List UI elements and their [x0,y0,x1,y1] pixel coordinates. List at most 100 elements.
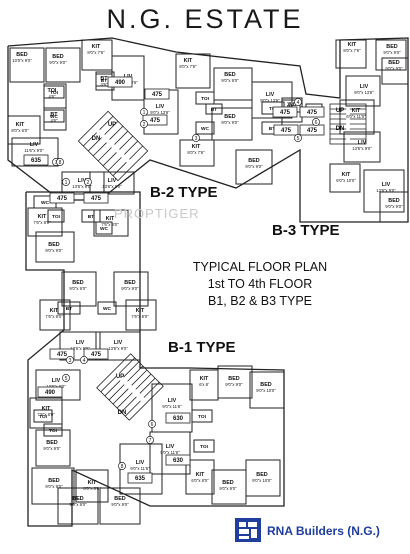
area-box [37,386,63,398]
room-name: LIV [382,182,391,188]
flat-number-marker [118,462,126,470]
room-dimension: 7'6"x 8'0" [37,412,55,417]
note-line-1: TYPICAL FLOOR PLAN [192,260,328,274]
room-name: BT [50,112,58,118]
room-name: LIV [360,84,369,90]
wet-area-label: TOI [52,214,61,220]
area-value: 630 [173,458,184,464]
area-value: 475 [91,352,102,358]
room-name: KIT [38,214,47,220]
stair-label: UP [336,108,344,114]
room-name: BED [48,478,59,484]
room-name: BED [224,72,235,78]
wet-area-outline [97,301,117,315]
room-name: WC [288,102,297,108]
room-dimension: 9'0"x 9'0" [45,484,63,489]
room-outline [149,431,191,475]
area-value: 635 [135,476,146,482]
room-name: LIV [52,378,61,384]
room-dimension: 13'6"x 9'0" [108,346,128,351]
wet-area-label: BT [88,214,94,220]
room-name: BED [248,158,259,164]
room-name: BT [100,76,108,82]
flat-number-marker [148,420,156,428]
flat-number-marker [66,356,74,364]
stair-label: DN [336,126,345,132]
wet-area-outline [43,109,65,123]
room-name: LIV [78,178,87,184]
room-name: KIT [196,472,205,478]
room-name: KIT [342,172,351,178]
room-name: LIV [76,340,85,346]
flat-number: 3 [69,358,72,364]
area-value: 635 [31,158,42,164]
room-outline [125,299,157,331]
wet-area-label: TOI [201,96,210,102]
area-value: 475 [150,118,161,124]
room-outline [375,39,407,71]
flat-number: 6 [151,422,154,428]
room-name: KIT [88,480,97,486]
area-box [23,154,49,166]
flat-number: 4 [83,358,86,364]
room-outline [245,459,281,497]
room-dimension: 6'0"x 8'0" [191,478,209,483]
area-box [165,412,191,424]
flat-number: 8 [121,464,124,470]
room-name: LIV [166,444,175,450]
room-name: TOI [48,88,57,94]
room-dimension: 8'0"x 7'6" [87,50,105,55]
room-dimension: 6'0"x 11'0" [346,114,366,119]
room-dimension: 4'6" [49,94,56,99]
area-box [272,106,298,118]
room-name: LIV [114,340,123,346]
area-value: 475 [281,128,292,134]
room-dimension: 8'0"x 8'0" [83,486,101,491]
flat-number-marker [192,134,200,142]
room-dimension: 9'0"x 9'0" [245,164,263,169]
room-outline [81,39,113,71]
room-outline [35,429,71,467]
area-value: 475 [57,352,68,358]
room-outline [113,271,149,307]
room-outline [61,171,105,195]
flat-number-marker [84,178,92,186]
area-box [83,348,109,360]
area-box [273,124,299,136]
wet-area-outline [43,85,65,99]
room-outline [29,397,63,429]
builder-name: RNA Builders (N.G.) [267,524,380,538]
room-outline [45,47,81,83]
room-dimension: 9'0"x 9'0" [43,446,61,451]
area-box [144,88,170,100]
flat-number: 7 [149,438,152,444]
stair-label: DN [118,410,127,416]
room-outline [93,209,129,237]
flat-number: 7 [55,160,58,166]
room-outline [363,169,405,213]
room-outline [343,131,381,163]
type-label-b3: B-3 TYPE [272,222,340,239]
flat-number-marker [62,178,70,186]
wet-area-label: BT [269,126,275,132]
flat-number-marker [80,356,88,364]
wet-area-label: TOI [200,444,209,450]
room-dimension: 8'0"x 7'6" [187,150,205,155]
room-dimension: 9'0"x 9'0" [221,78,239,83]
flat-number: 1 [65,180,68,186]
room-dimension: 9'0"x 9'0" [69,286,87,291]
room-dimension: 9'0"x 9'0" [111,502,129,507]
room-name: LIV [168,398,177,404]
room-dimension: 9'0"x 11'6" [130,466,150,471]
room-name: LIV [30,142,39,148]
room-dimension: 8'0"x 7'6" [343,48,361,53]
room-name: BED [72,496,83,502]
room-outline [57,487,99,525]
room-dimension: 9'0"x 13'6" [260,98,280,103]
wet-area-label: TOI [49,428,58,434]
note-line-2: 1st TO 4th FLOOR [207,277,313,291]
wet-area-outline [193,439,215,453]
room-dimension: 9'0"x 13'6" [354,90,374,95]
area-value: 490 [45,390,56,396]
flat-number: 2 [87,180,90,186]
